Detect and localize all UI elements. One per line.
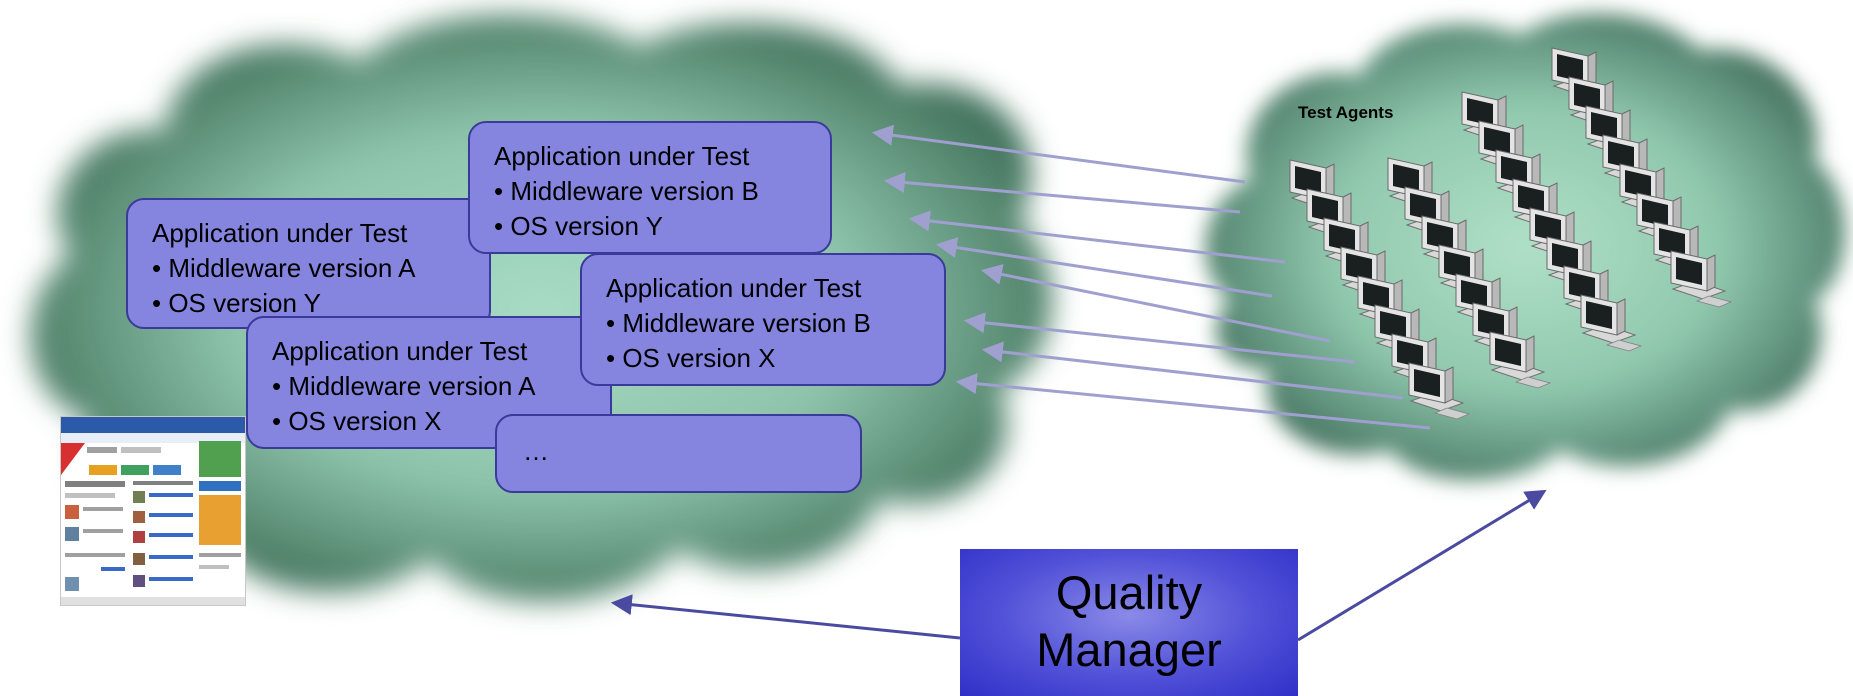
test-agents-label: Test Agents	[1298, 103, 1394, 122]
computer-icon	[1495, 149, 1558, 207]
app-box-middleware: • Middleware version B	[494, 176, 759, 206]
app-box-title: Application under Test	[152, 218, 408, 248]
app-box-ellipsis: …	[523, 436, 549, 466]
webpage-thumbnail-art	[61, 417, 245, 605]
computer-icon	[1670, 250, 1733, 308]
computer-icon	[1580, 294, 1643, 352]
app-box-more: …	[495, 414, 862, 493]
app-box-title: Application under Test	[606, 273, 862, 303]
computer-icon	[1489, 331, 1552, 389]
app-box-title: Application under Test	[494, 141, 750, 171]
test-agent-computers	[1289, 47, 1733, 420]
app-box-os: • OS version Y	[152, 288, 322, 318]
app-box-os: • OS version X	[606, 343, 776, 373]
web-application-thumbnail	[60, 416, 246, 606]
app-box-middleware: • Middleware version A	[152, 253, 416, 283]
app-box-middleware: • Middleware version A	[272, 371, 536, 401]
app-box-middleware-a-os-y: Application under Test • Middleware vers…	[126, 198, 491, 329]
app-box-middleware-b-os-x: Application under Test • Middleware vers…	[580, 253, 946, 386]
quality-manager-box: Quality Manager	[960, 549, 1298, 696]
app-box-os: • OS version X	[272, 406, 442, 436]
app-box-middleware: • Middleware version B	[606, 308, 871, 338]
quality-manager-line2: Manager	[1036, 623, 1222, 676]
manager-connectors	[610, 489, 1547, 642]
quality-manager-line1: Quality	[1055, 566, 1203, 619]
computer-icon	[1408, 362, 1471, 420]
app-box-title: Application under Test	[272, 336, 528, 366]
computer-icon	[1374, 304, 1437, 362]
app-box-middleware-b-os-y: Application under Test • Middleware vers…	[468, 121, 832, 254]
app-box-os: • OS version Y	[494, 211, 664, 241]
agent-connectors	[871, 124, 1431, 430]
test-agents-cloud	[1205, 13, 1846, 480]
